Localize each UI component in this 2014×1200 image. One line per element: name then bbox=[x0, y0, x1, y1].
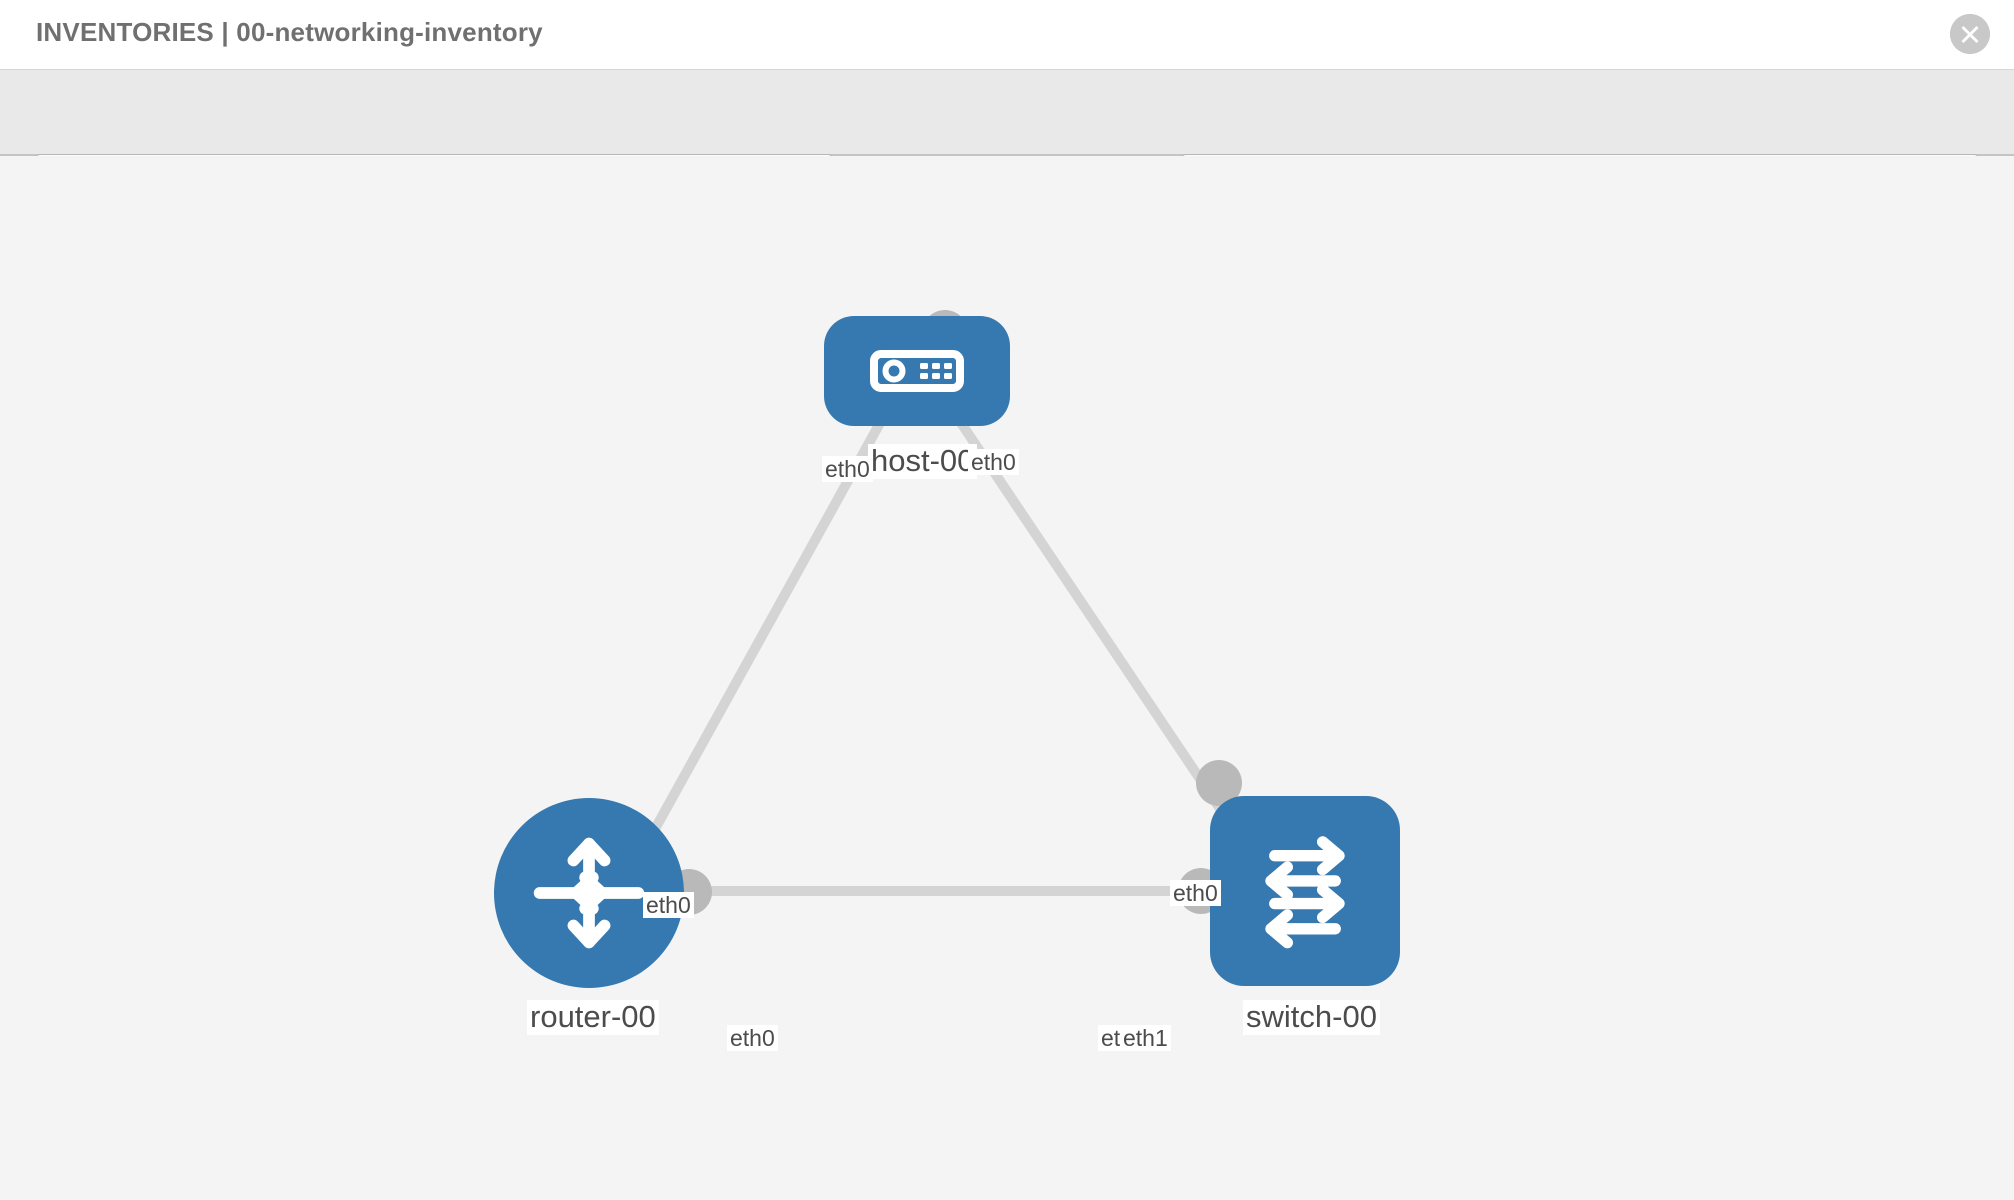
topology-canvas[interactable]: host-00 router-00 switch-00 eth0 eth0 et… bbox=[0, 156, 2014, 1200]
switch-arrows-icon bbox=[1265, 836, 1345, 949]
topology-links bbox=[635, 411, 1250, 896]
node-label-switch-00: switch-00 bbox=[1243, 1000, 1380, 1035]
node-host-00[interactable] bbox=[824, 316, 1010, 426]
node-label-router-00: router-00 bbox=[527, 1000, 659, 1035]
node-router-00[interactable] bbox=[494, 798, 684, 988]
server-icon bbox=[870, 350, 964, 392]
page-title: INVENTORIES | 00-networking-inventory bbox=[36, 17, 543, 47]
iface-label-router-right: eth0 bbox=[727, 1025, 778, 1052]
page-header: INVENTORIES | 00-networking-inventory bbox=[0, 0, 2014, 70]
iface-label-switch-up: eth0 bbox=[1170, 880, 1221, 907]
node-switch-00[interactable] bbox=[1210, 796, 1400, 986]
link-host-router[interactable] bbox=[635, 411, 890, 859]
close-icon[interactable] bbox=[1950, 14, 1990, 54]
router-arrows-icon bbox=[533, 837, 645, 949]
iface-label-host-right: eth0 bbox=[968, 449, 1019, 476]
node-label-host-00: host-00 bbox=[868, 444, 978, 479]
iface-label-host-left: eth0 bbox=[822, 456, 873, 483]
toolbar: ACTIONS SEARCH bbox=[0, 70, 2014, 212]
iface-label-router-up: eth0 bbox=[643, 892, 694, 919]
iface-label-switch-left: eth1 bbox=[1120, 1025, 1171, 1052]
